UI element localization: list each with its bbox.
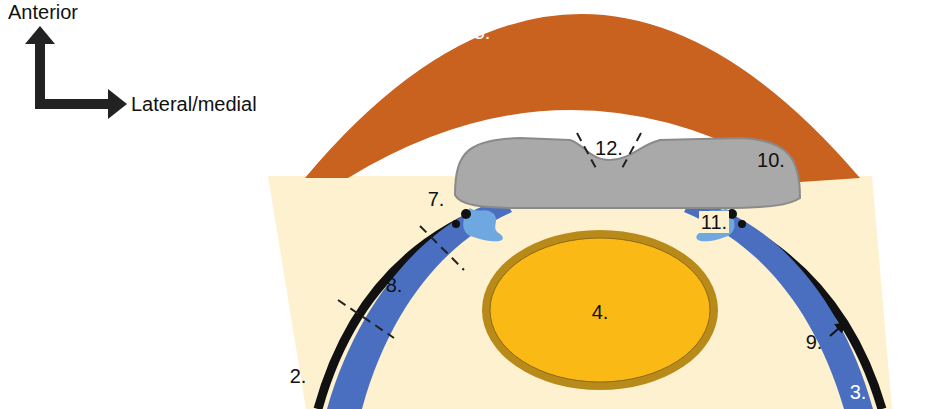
soft-tissue [268,176,892,409]
gray-structure [455,138,800,208]
callout-number: 3. [850,381,867,403]
callout-number: 2. [290,365,307,387]
callout-number: 5. [474,21,491,43]
callout-number: 7. [426,188,447,210]
section-lines [338,133,641,338]
blue-fold-right [696,208,734,241]
axis-arrows [25,26,127,119]
callout-number: 8. [386,274,403,296]
outer-layer [318,188,882,409]
axis-label: Lateral/medial [131,93,257,115]
oval-core [490,238,710,382]
callout-number: 4. [592,301,609,323]
callout-number: 11. [699,211,729,233]
pointer-arrow [830,322,846,336]
callout-number: 9. [806,331,823,353]
callout-number: 12. [595,137,623,159]
callout-number: 10. [757,149,785,171]
oval-ring [482,230,718,390]
axis-label: Anterior [8,1,78,23]
